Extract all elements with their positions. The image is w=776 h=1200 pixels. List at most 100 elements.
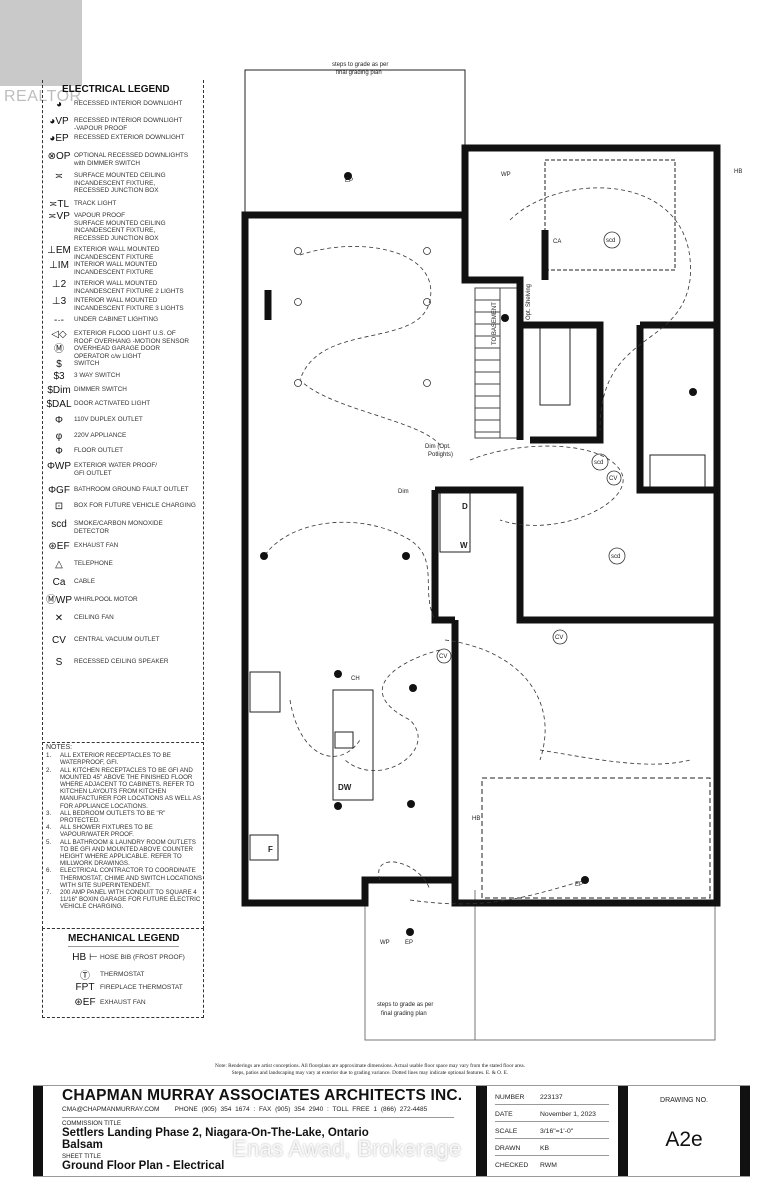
legend-label: EXTERIOR WALL MOUNTED INCANDESCENT FIXTU…: [74, 246, 160, 261]
legend-symbol-icon: φ: [55, 431, 63, 442]
note-number: 6.: [46, 867, 52, 875]
firm-fax: FAX (905) 354 2940: [259, 1106, 324, 1113]
mechanical-symbol-icon: HB ⊢: [72, 952, 98, 963]
electrical-legend: [42, 80, 204, 740]
central-vacuum-icon: [552, 629, 568, 645]
note-number: 2.: [46, 766, 52, 774]
commission-title: Settlers Landing Phase 2, Niagara-On-The…: [62, 1127, 369, 1139]
rear-porch-outline: [364, 903, 476, 1041]
circuit-lines: [264, 187, 691, 905]
legend-symbol-icon: ⊗OP: [47, 151, 71, 162]
sheet-title-label: SHEET TITLE: [62, 1153, 101, 1160]
central-vacuum-icon: [436, 648, 452, 664]
legend-symbol-icon: ⓂWP: [45, 595, 73, 606]
legend-symbol-icon: ⊡: [54, 501, 64, 512]
legend-symbol-icon: $3: [53, 371, 65, 382]
note-number: 4.: [46, 824, 52, 832]
legend-symbol-icon: ΦWP: [46, 461, 72, 472]
ep-label: EP: [345, 178, 353, 184]
ep-label: EP: [405, 940, 413, 946]
legend-symbol-icon: $DAL: [46, 399, 72, 410]
note-text: ELECTRICAL CONTRACTOR TO COORDINATE THER…: [60, 867, 202, 889]
note-number: 3.: [46, 809, 52, 817]
legend-symbol-icon: ✕: [54, 613, 64, 624]
downlight-icon: [260, 552, 268, 560]
cable-label: CA: [553, 239, 561, 245]
downlight-icon: [402, 552, 410, 560]
legend-symbol-icon: ◁◇: [51, 329, 67, 340]
fridge-space: [249, 834, 279, 861]
downlight-icon: [409, 684, 417, 692]
note-number: 7.: [46, 889, 52, 897]
legend-label: SURFACE MOUNTED CEILING INCANDESCENT FIX…: [74, 172, 166, 194]
note-text: ALL SHOWER FIXTURES TO BE VAPOUR/WATER P…: [60, 824, 153, 839]
legend-label: RECESSED CEILING SPEAKER: [74, 658, 169, 665]
legend-label: TRACK LIGHT: [74, 200, 117, 207]
legend-item: ⊥IM INTERIOR WALL MOUNTED INCANDESCENT FI…: [44, 261, 202, 276]
note-number: 5.: [46, 838, 52, 846]
downlight-icon: [689, 388, 697, 396]
front-porch-outline: [244, 69, 466, 215]
firm-phone: PHONE (905) 354 1674: [174, 1106, 250, 1113]
title-block-bar: [476, 1086, 487, 1176]
steps-label-bottom: steps to grade as per: [377, 1002, 433, 1008]
note-text: ALL BATHROOM & LAUNDRY ROOM OUTLETS TO B…: [60, 838, 196, 868]
title-block-bar: [33, 1086, 43, 1176]
legend-label: CENTRAL VACUUM OUTLET: [74, 636, 160, 643]
note-item: 3.ALL BEDROOM OUTLETS TO BE "R" PROTECTE…: [46, 810, 202, 824]
dim-potlights-label: Dim (Opt.: [425, 444, 451, 450]
legend-symbol-icon: ◕EP: [49, 133, 69, 144]
legend-symbol-icon: ΦGF: [48, 485, 70, 496]
mechanical-label: HOSE BIB (FROST PROOF): [100, 954, 185, 961]
driveway-outline: [474, 890, 716, 1041]
legend-symbol-icon: ◕: [55, 99, 63, 110]
steps-label-bottom-2: final grading plan: [381, 1011, 427, 1017]
legend-label: INTERIOR WALL MOUNTED INCANDESCENT FIXTU…: [74, 261, 158, 276]
legend-symbol-icon: scd: [51, 519, 67, 530]
mechanical-label: FIREPLACE THERMOSTAT: [100, 984, 183, 991]
walls: [241, 144, 721, 907]
legend-symbol-icon: Ⓜ: [54, 344, 64, 355]
legend-label: DOOR ACTIVATED LIGHT: [74, 400, 151, 407]
legend-label: RECESSED EXTERIOR DOWNLIGHT: [74, 134, 185, 141]
wp-label: WP: [501, 172, 511, 178]
legend-symbol-icon: CV: [52, 635, 66, 646]
title-block-bar: [740, 1086, 750, 1176]
legend-symbol-icon: ⊛EF: [48, 541, 70, 552]
legend-symbol-icon: ⊥IM: [49, 260, 69, 271]
legend-symbol-icon: △: [55, 559, 63, 570]
mechanical-label: THERMOSTAT: [100, 971, 145, 978]
dishwasher-label: DW: [338, 783, 352, 792]
legend-item: $SWITCH: [44, 360, 202, 370]
note-text: 200 AMP PANEL WITH CONDUIT TO SQUARE 4 1…: [60, 889, 201, 911]
firm-email: CMA@CHAPMANMURRAY.COM: [62, 1106, 160, 1113]
downlight-icon: [407, 800, 415, 808]
commission-title-label: COMMISSION TITLE: [62, 1120, 122, 1127]
legend-symbol-icon: ⊥EM: [47, 245, 71, 256]
disclaimer-line-2: Steps, patios and landscaping may vary a…: [231, 1070, 509, 1076]
bedroom-closet-outline: [544, 159, 676, 271]
cv-label: CV: [555, 635, 563, 641]
note-item: 2.ALL KITCHEN RECEPTACLES TO BE GFI AND …: [46, 767, 202, 810]
scd-label: scd: [611, 554, 620, 560]
legend-item: ⊡BOX FOR FUTURE VEHICLE CHARGING: [44, 502, 202, 512]
legend-label: DIMMER SWITCH: [74, 386, 127, 393]
legend-label: FLOOR OUTLET: [74, 447, 124, 454]
mechanical-label: EXHAUST FAN: [100, 999, 146, 1006]
scd-label: scd: [606, 238, 615, 244]
cooktop: [249, 671, 281, 713]
legend-label: BATHROOM GROUND FAULT OUTLET: [74, 486, 189, 493]
floor-plan: steps to grade as per final grading plan…: [241, 62, 742, 1041]
legend-symbol-icon: $: [56, 359, 62, 370]
